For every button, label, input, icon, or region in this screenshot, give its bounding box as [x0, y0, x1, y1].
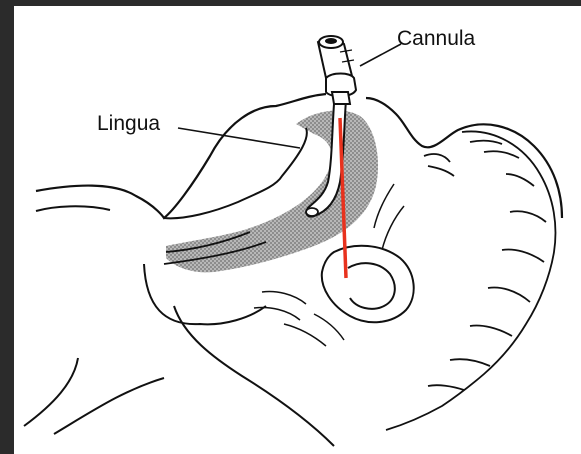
- cannula-tip: [306, 208, 318, 216]
- lingua-leader-line: [178, 128, 300, 148]
- neck-outline: [24, 306, 334, 446]
- eye: [424, 154, 454, 176]
- palate-outline: [36, 94, 326, 218]
- cannula-leader-line: [360, 44, 401, 66]
- tongue-outline: [164, 128, 307, 218]
- cannula-label: Cannula: [397, 27, 475, 51]
- face-profile: [366, 98, 562, 218]
- ear: [322, 246, 414, 323]
- lingua-label: Lingua: [97, 112, 160, 136]
- airway-insertion-diagram: [14, 6, 581, 454]
